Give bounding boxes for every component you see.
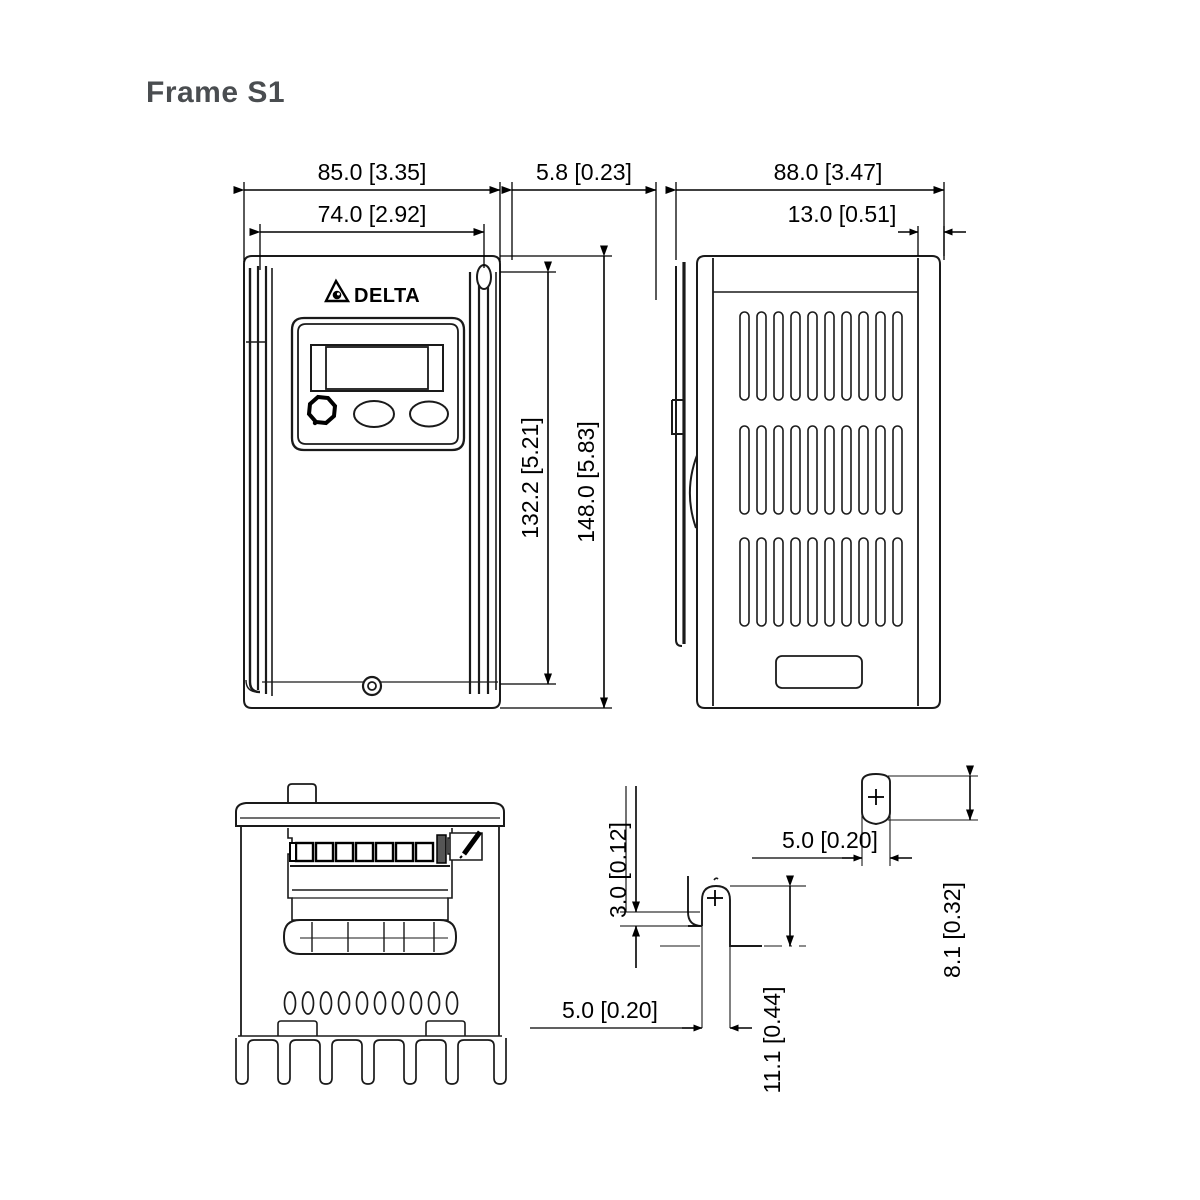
bottom-connector-body [283,919,457,955]
bracket-hook-left [687,876,703,927]
dimension-bracket-height: 11.1 [0.44] [730,875,806,1094]
mounting-slot-detail [861,773,978,866]
bottom-terminal-block [289,841,435,863]
lcd-display [310,344,444,392]
mounting-slot-front [476,264,492,290]
dimension-height-overall: 148.0 [5.83] [500,245,612,709]
bottom-foot-left [277,1020,318,1036]
dim-bracket-thickness-label: 3.0 [0.12] [605,822,631,918]
delta-logo-icon: DELTA [324,278,420,307]
side-label-plate [775,655,863,689]
dim-bracket-width-lower-label: 5.0 [0.20] [562,997,658,1023]
dim-height-inner-label: 132.2 [5.21] [517,417,543,539]
dimension-bracket-width-lower: 5.0 [0.20] [530,997,752,1032]
dimension-front-width-inner: 74.0 [2.92] [249,201,485,270]
rotary-knob[interactable] [306,394,338,426]
dim-bracket-height-label: 11.1 [0.44] [759,987,785,1094]
bracket-hook-profile [701,885,762,947]
screw-icon [361,675,383,697]
dim-gap-label: 5.8 [0.23] [536,159,632,185]
dim-front-width-inner-label: 74.0 [2.92] [318,201,427,227]
bottom-view [235,783,507,1085]
front-left-rails [245,266,273,696]
page-title: Frame S1 [146,76,286,109]
dimension-front-width-overall: 85.0 [3.35] [233,159,501,262]
dim-height-overall-label: 148.0 [5.83] [573,421,599,543]
bottom-foot-right [425,1020,466,1036]
front-view: DELTA [243,255,501,709]
dimension-bracket-thickness: 3.0 [0.12] [605,786,700,968]
dimension-slot-width: 5.0 [0.20] [752,827,912,862]
dimension-slot-height: 8.1 [0.32] [939,765,974,978]
dim-side-depth-partial-label: 13.0 [0.51] [788,201,897,227]
bottom-nub [287,783,317,807]
bottom-top-cap [235,802,505,827]
bottom-vent-holes [283,991,459,1015]
bottom-right-connector [436,830,483,864]
button-left[interactable] [353,400,395,428]
svg-text:DELTA: DELTA [354,285,420,307]
side-view [671,255,941,709]
dimension-side-depth-overall: 88.0 [3.47] [665,159,945,260]
side-body-outline [696,255,941,709]
dim-slot-height-label: 8.1 [0.32] [939,882,965,978]
button-right[interactable] [409,400,449,428]
bracket-center-cross-icon [707,890,723,906]
heatsink-fins [235,1038,507,1085]
side-front-plate [675,266,683,647]
slot-center-cross-icon [868,789,884,805]
dim-front-width-overall-label: 85.0 [3.35] [318,159,427,185]
front-right-rails [468,272,497,694]
dim-slot-width-label: 5.0 [0.20] [782,827,878,853]
dimension-gap: 5.8 [0.23] [501,159,657,300]
dimension-side-depth-partial: 13.0 [0.51] [788,201,966,256]
dim-side-depth-overall-label: 88.0 [3.47] [774,159,883,185]
dimension-height-inner: 132.2 [5.21] [500,261,556,685]
side-tab [671,399,684,435]
